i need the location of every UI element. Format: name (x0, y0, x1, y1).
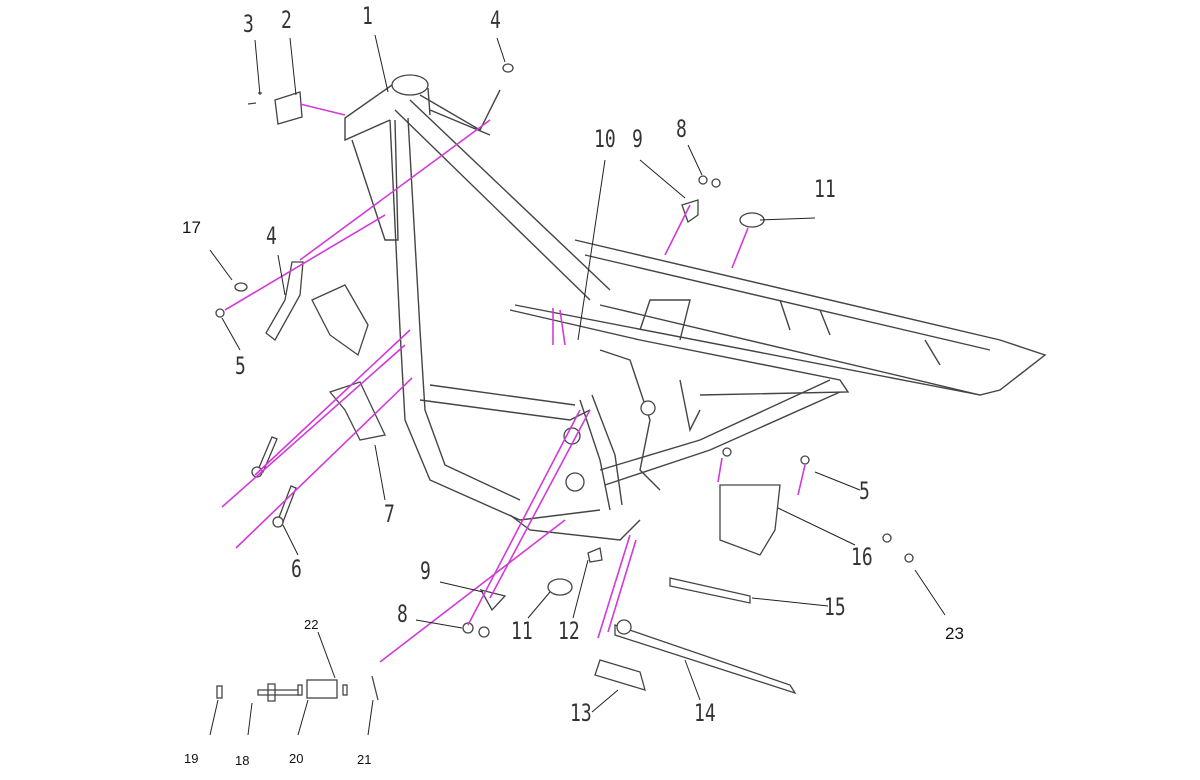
callout-12: 12 (558, 617, 580, 645)
callout-6: 6 (291, 555, 302, 583)
callout-8: 8 (676, 115, 687, 143)
callout-9: 9 (632, 125, 643, 153)
callout-20: 19 (184, 751, 199, 766)
callout-9b: 9 (420, 557, 431, 585)
callout-23: 23 (945, 624, 964, 643)
callout-7: 7 (384, 500, 395, 528)
callout-19: 20 (289, 751, 304, 766)
callout-18: 18 (235, 753, 250, 768)
small-parts (215, 63, 914, 702)
callout-16: 16 (851, 543, 873, 571)
callout-11: 11 (814, 175, 836, 203)
callout-13: 13 (570, 699, 592, 727)
callout-22: 22 (304, 617, 319, 632)
frame-main (344, 74, 1047, 541)
callout-1: 1 (362, 2, 373, 30)
callout-5b: 5 (859, 477, 870, 505)
callout-4b: 4 (266, 222, 277, 250)
leader-lines (209, 34, 946, 736)
callout-11b: 11 (511, 617, 533, 645)
callout-4: 4 (490, 6, 501, 34)
callout-17: 17 (182, 218, 201, 237)
callout-14: 14 (694, 699, 716, 727)
callout-15: 15 (824, 593, 846, 621)
callout-10: 10 (594, 125, 616, 153)
callout-5: 5 (235, 352, 246, 380)
callout-8b: 8 (397, 600, 408, 628)
callout-2: 2 (281, 6, 292, 34)
assembly-lines (221, 103, 806, 663)
callout-3: 3 (243, 10, 254, 38)
callout-21: 21 (357, 752, 372, 767)
